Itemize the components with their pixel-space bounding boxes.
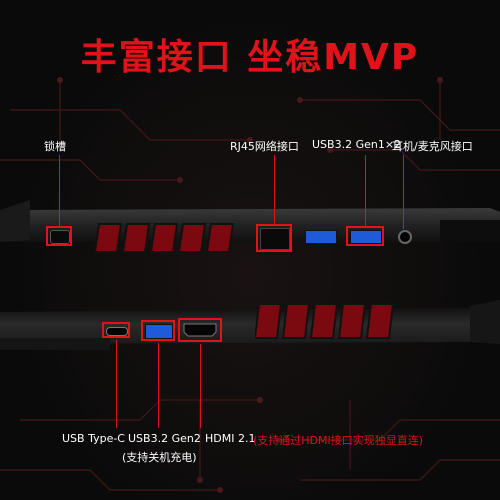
bottom-vents: [255, 303, 395, 339]
lock-label: 锁槽: [44, 140, 66, 153]
hdmi-leader: [200, 344, 201, 428]
usb-gen2-note: (支持关机充电): [122, 451, 197, 464]
usbc-label: USB Type-C: [62, 432, 125, 445]
hdmi-note: (支持通过HDMI接口实现独显直连): [253, 434, 424, 447]
usb-gen2-label: USB3.2 Gen2: [128, 432, 201, 445]
audio-label: 耳机/麦克风接口: [392, 140, 473, 153]
audio-jack: [398, 230, 412, 244]
usb-top-highlight: [346, 226, 384, 246]
usbc-port: [106, 327, 128, 336]
usb-top-label: USB3.2 Gen1×2: [312, 138, 402, 151]
hdmi-highlight: [178, 318, 222, 342]
banner-title: 丰富接口 坐稳MVP: [80, 37, 420, 78]
hdmi-port: [183, 323, 217, 337]
rj45-highlight: [256, 224, 292, 252]
lock-leader: [59, 155, 60, 227]
laptop-side-top: [0, 200, 500, 242]
usb-gen2-leader: [158, 343, 159, 428]
rj45-port: [260, 228, 290, 250]
top-vents: [95, 223, 235, 253]
usb-gen2-port: [145, 324, 173, 339]
lock-highlight: [46, 226, 72, 246]
lock-slot: [50, 230, 70, 244]
audio-leader: [403, 155, 404, 229]
usbc-leader: [116, 340, 117, 428]
hdmi-label: HDMI 2.1: [205, 432, 256, 445]
usb-port-2: [350, 230, 382, 244]
usb-port-1: [305, 230, 337, 244]
usb-top-leader: [365, 155, 366, 227]
rj45-leader: [274, 155, 275, 225]
laptop-side-bottom: [0, 300, 500, 350]
usb-gen2-highlight: [141, 320, 175, 341]
usbc-highlight: [102, 322, 130, 338]
rj45-label: RJ45网络接口: [230, 140, 299, 153]
